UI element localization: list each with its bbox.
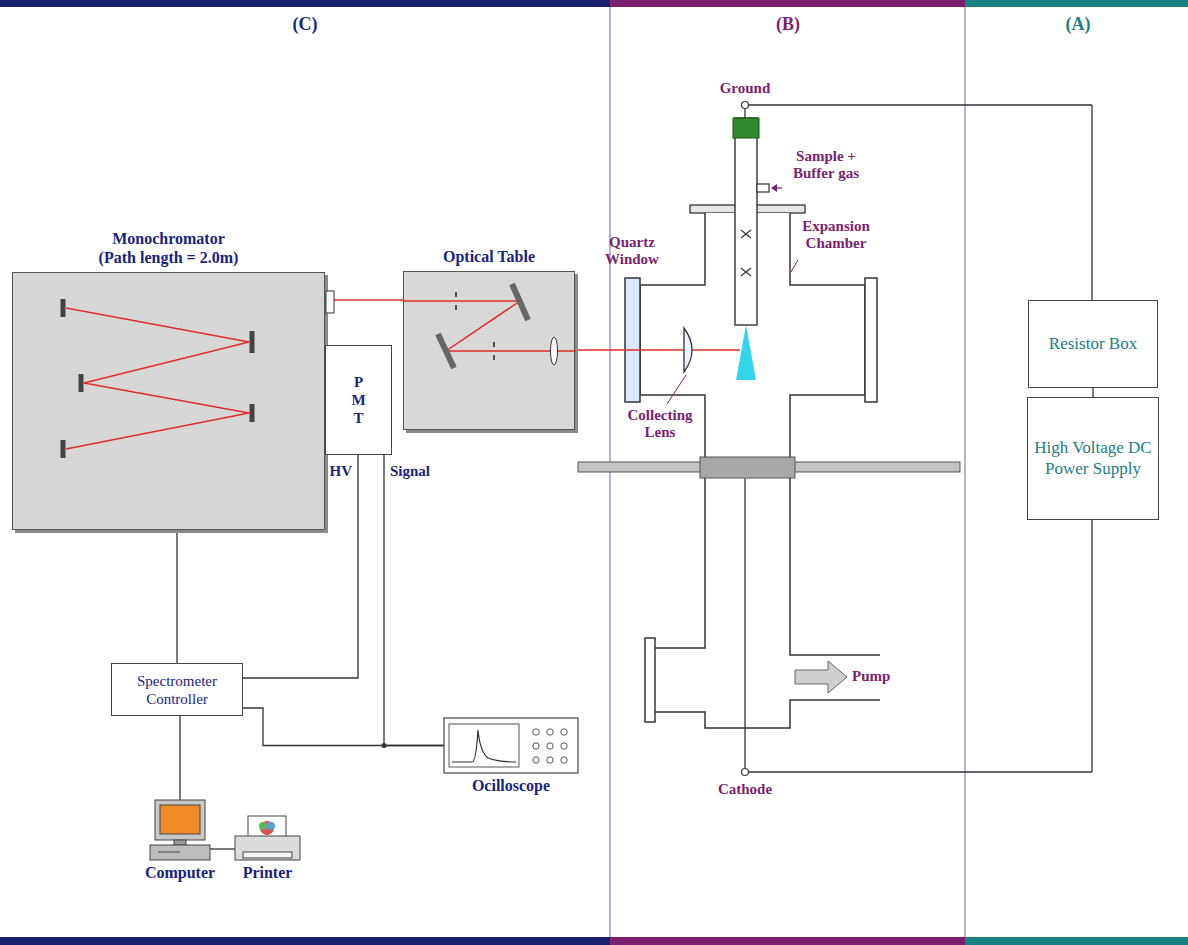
feedthrough <box>700 457 795 478</box>
box-label: Resistor Box <box>1049 334 1137 354</box>
power-supply-box: High Voltage DC Power Supply <box>1027 397 1159 520</box>
pmt-box: P M T <box>325 345 392 455</box>
signal-label: HV <box>329 463 354 480</box>
light-beam <box>575 349 740 351</box>
gas-inlet-label: Sample + Buffer gas <box>786 148 866 183</box>
connector-wire <box>179 716 180 800</box>
tube-cap <box>733 118 759 138</box>
connector-wire <box>243 708 444 746</box>
panel-bar <box>0 0 610 7</box>
electrode-mark <box>741 230 751 276</box>
panel-letter: (A) <box>1048 14 1108 35</box>
printer-icon: Printer <box>235 816 300 860</box>
flange <box>645 638 655 722</box>
heading: Computer <box>135 864 225 882</box>
heading: Optical Table <box>409 248 569 266</box>
lower-chamber <box>655 478 880 728</box>
printer-icon-drawing <box>235 816 300 860</box>
box-label: P M T <box>350 373 367 427</box>
discharge-tube <box>735 118 757 325</box>
terminal-label: Cathode <box>705 781 785 798</box>
flange <box>865 278 877 402</box>
oscilloscope-icon-drawing <box>444 718 578 773</box>
terminal-label: Ground <box>710 80 780 97</box>
junction-dot <box>382 743 387 748</box>
oscilloscope-icon: Ocilloscope <box>444 718 578 773</box>
box-label: High Voltage DC Power Supply <box>1034 438 1152 479</box>
connector-wire <box>1092 388 1093 397</box>
terminal <box>742 769 749 776</box>
panel-bar <box>610 937 965 945</box>
monochromator-drawing <box>13 273 324 529</box>
part-label: Quartz Window <box>601 234 663 269</box>
panel-letter: (B) <box>758 14 818 35</box>
panel-bar <box>965 0 1188 7</box>
monochromator: Monochromator (Path length = 2.0m) <box>12 272 325 530</box>
part-label: Pump <box>852 668 922 685</box>
collecting-lens <box>684 328 692 372</box>
heading: Ocilloscope <box>446 777 576 795</box>
panel-divider <box>965 7 966 937</box>
panel-bar <box>610 0 965 7</box>
panel-letter: (C) <box>275 14 335 35</box>
gas-inlet <box>757 184 769 192</box>
heading: Printer <box>228 864 308 882</box>
heading: Monochromator (Path length = 2.0m) <box>94 230 244 267</box>
pump-arrow <box>795 661 847 693</box>
part-label: Collecting Lens <box>624 407 696 442</box>
computer-icon-drawing <box>150 800 210 860</box>
optical-table-drawing <box>404 272 574 429</box>
plasma-jet <box>736 325 756 380</box>
box-label: Spectrometer Controller <box>118 672 236 708</box>
controller-box: Spectrometer Controller <box>111 663 243 716</box>
inlet-arrowhead <box>771 184 777 192</box>
connector-wire <box>176 530 177 663</box>
computer-icon: Computer <box>150 800 210 860</box>
terminal <box>742 102 749 109</box>
leader-line <box>791 260 798 272</box>
signal-label: Signal <box>389 463 431 480</box>
light-beam <box>325 299 403 301</box>
leader-line <box>667 375 686 404</box>
panel-bar <box>965 937 1188 945</box>
resistor-box: Resistor Box <box>1028 300 1158 388</box>
connector-wire <box>384 455 444 746</box>
quartz-window <box>625 278 640 402</box>
connector-wire <box>210 848 235 849</box>
panel-bar <box>0 937 610 945</box>
optical-table: Optical Table <box>403 271 575 430</box>
part-label: Expansion Chamber <box>796 218 876 253</box>
